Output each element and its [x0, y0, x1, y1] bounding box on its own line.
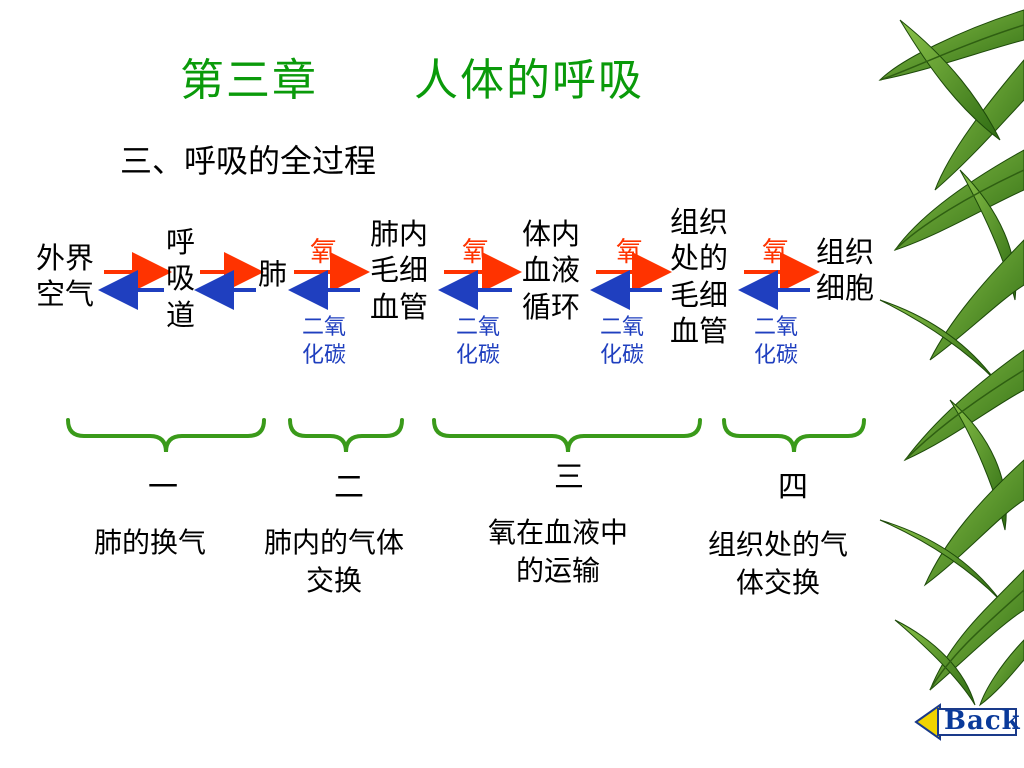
oxygen-label-1: 氧: [310, 237, 337, 268]
back-button[interactable]: Back: [914, 703, 1021, 741]
back-arrow-icon: [914, 703, 1017, 741]
page-title: 第三章 人体的呼吸: [180, 44, 644, 108]
co2-label-4: 二氧 化碳: [754, 315, 799, 368]
node-lung: 肺: [258, 257, 288, 291]
stage-4-desc: 组织处的气 体交换: [708, 528, 849, 599]
stage-4-brace: [722, 418, 866, 453]
stage-4-number: 四: [778, 470, 808, 505]
oxygen-label-4: 氧: [762, 237, 789, 268]
oxygen-label-3: 氧: [616, 237, 643, 268]
co2-label-3: 二氧 化碳: [600, 315, 645, 368]
co2-label-2: 二氧 化碳: [456, 315, 501, 368]
node-tissue-cells: 组织 细胞: [816, 235, 875, 306]
stage-2-brace: [288, 418, 404, 453]
node-respiratory-tract: 呼 吸 道: [166, 225, 196, 332]
stage-3-desc: 氧在血液中 的运输: [488, 516, 629, 587]
stage-1-desc: 肺的换气: [94, 526, 207, 559]
stage-1-number: 一: [148, 470, 178, 505]
chapter-label: 第三章: [180, 55, 318, 106]
chapter-name: 人体的呼吸: [414, 55, 644, 106]
stage-2-desc: 肺内的气体 交换: [264, 526, 405, 597]
node-tissue-capillaries: 组织 处的 毛细 血管: [670, 205, 729, 348]
oxygen-label-2: 氧: [462, 237, 489, 268]
node-body-circulation: 体内 血液 循环: [522, 217, 581, 324]
stage-3-number: 三: [554, 460, 584, 495]
co2-label-1: 二氧 化碳: [302, 315, 347, 368]
section-subtitle: 三、呼吸的全过程: [120, 142, 377, 180]
stage-2-number: 二: [334, 470, 364, 505]
node-lung-capillaries: 肺内 毛细 血管: [370, 217, 429, 324]
stage-1-brace: [66, 418, 266, 453]
back-label: Back: [944, 706, 1021, 736]
stage-3-brace: [432, 418, 702, 453]
node-outside-air: 外界 空气: [36, 241, 95, 312]
